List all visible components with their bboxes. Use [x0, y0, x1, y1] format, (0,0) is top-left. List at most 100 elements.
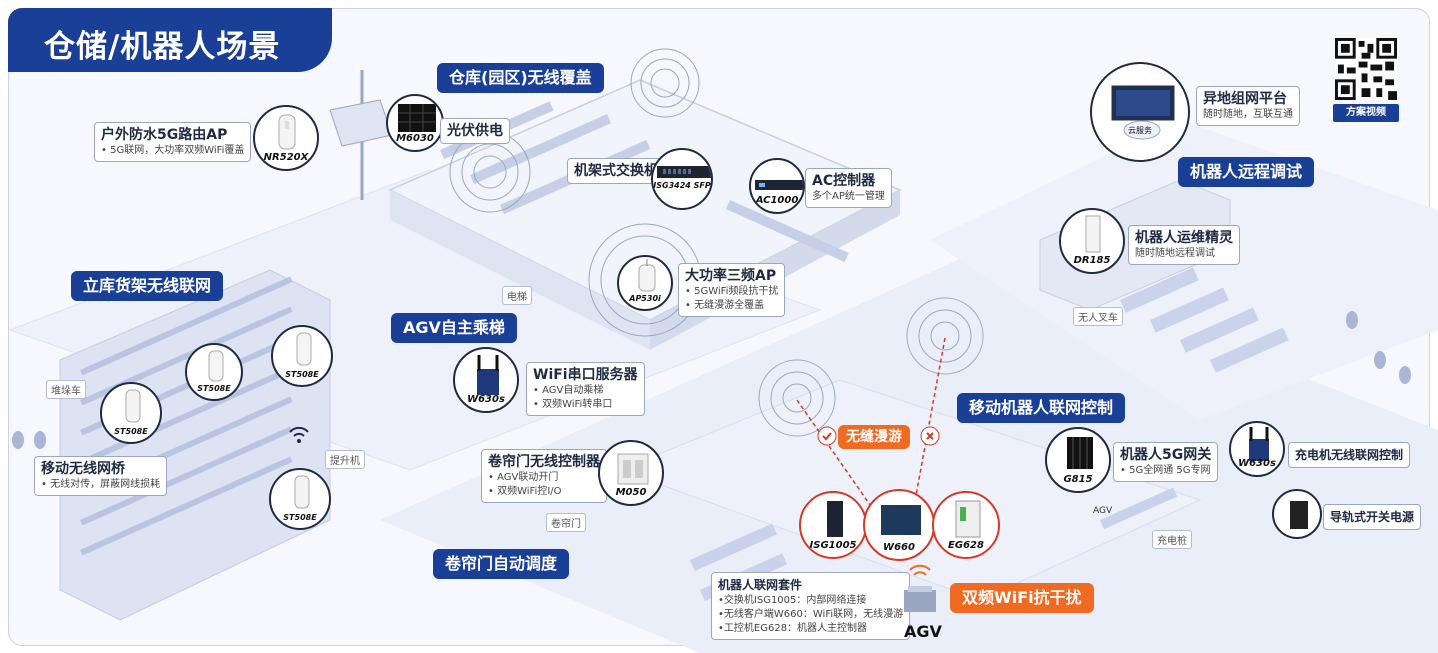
serial-server-icon	[477, 355, 499, 395]
relay-icon	[617, 453, 649, 485]
card-charger: 充电机无线联网控制	[1288, 442, 1411, 468]
card-wifi-serial: WiFi串口服务器 • AGV自动乘梯 • 双频WiFi转串口	[526, 362, 645, 416]
st508e-3-label: ST508E	[114, 427, 148, 436]
switch-icon	[657, 166, 711, 178]
robot-kit-title: 机器人联网套件	[718, 578, 803, 592]
ac-title: AC控制器	[812, 173, 876, 189]
pill-shutter-dispatch: 卷帘门自动调度	[433, 549, 570, 579]
st508e-2-label: ST508E	[285, 370, 319, 379]
card-rail-switch: 导轨式开关电源	[1323, 504, 1422, 530]
tag-charging-pile: 充电桩	[1152, 530, 1192, 549]
switch-icon	[827, 501, 843, 537]
m6030-label: M6030	[396, 133, 434, 144]
agv-small-label: AGV	[1093, 506, 1113, 516]
cross-icon	[926, 432, 934, 440]
device-st508e-4: ST508E	[269, 468, 331, 530]
title-tab: 仓储/机器人场景	[8, 8, 332, 72]
bridge-icon	[125, 389, 141, 423]
rail-switch-title: 导轨式开关电源	[1330, 510, 1415, 524]
st508e-1-label: ST508E	[197, 384, 231, 393]
qr-code-icon	[1335, 38, 1397, 100]
pill-seamless-roaming: 无缝漫游	[838, 425, 910, 449]
ac1000-label: AC1000	[755, 195, 799, 206]
device-g815: G815	[1045, 427, 1111, 493]
robot-5g-title: 机器人5G网关	[1120, 447, 1212, 463]
controller-icon	[955, 500, 981, 538]
bridge-title: 移动无线网桥	[41, 461, 125, 477]
card-shutter-ctrl: 卷帘门无线控制器 • AGV联动开门 • 双频WiFi控I/O	[481, 449, 607, 503]
robot-5g-desc: • 5G全网通 5G专网	[1120, 465, 1211, 476]
robot-kit-line2: •无线客户端W660：WiFi联网，无线漫游	[718, 609, 904, 620]
wifi-serial-line2: • 双频WiFi转串口	[533, 399, 613, 410]
robot-ops-title: 机器人运维精灵	[1135, 230, 1233, 246]
high-power-ap-title: 大功率三频AP	[685, 268, 777, 284]
device-isg1005: ISG1005	[799, 491, 867, 559]
shutter-ctrl-line2: • 双频WiFi控I/O	[488, 486, 562, 497]
device-w630s-2: W630s	[1229, 421, 1285, 477]
robot-kit-line1: •交换机ISG1005：内部网络连接	[718, 595, 867, 606]
ap530-label: AP530i	[629, 294, 661, 303]
tag-elevator: 电梯	[502, 286, 532, 305]
shutter-ctrl-line1: • AGV联动开门	[488, 472, 559, 483]
device-m050: M050	[598, 440, 664, 506]
gateway-icon	[881, 505, 921, 535]
card-bridge: 移动无线网桥 • 无线对传，屏蔽网线损耗	[34, 456, 168, 496]
device-eg628: EG628	[932, 491, 1000, 559]
pill-mobile-robot: 移动机器人联网控制	[957, 393, 1126, 423]
power-supply-icon	[1290, 501, 1308, 529]
dr185-label: DR185	[1073, 255, 1111, 266]
w630s-label: W630s	[467, 394, 505, 405]
pill-robot-remote: 机器人远程调试	[1178, 157, 1315, 187]
card-high-power-ap: 大功率三频AP • 5GWiFi频段抗干扰 • 无缝漫游全覆盖	[678, 263, 786, 317]
gateway-icon	[1067, 437, 1093, 469]
bridge-icon	[294, 475, 310, 509]
bridge-desc: • 无线对传，屏蔽网线损耗	[41, 479, 161, 490]
device-st508e-2: ST508E	[271, 325, 333, 387]
ap-icon	[638, 259, 656, 292]
st508e-4-label: ST508E	[283, 513, 317, 522]
wifi-serial-line1: • AGV自动乘梯	[533, 385, 604, 396]
remote-platform-desc: 随时随地，互联互通	[1203, 109, 1293, 120]
g815-label: G815	[1063, 474, 1093, 485]
device-ac1000: AC1000	[749, 158, 805, 214]
pill-stack-wireless: 立库货架无线联网	[71, 271, 224, 301]
tag-unmanned-forklift: 无人叉车	[1073, 307, 1123, 326]
ac-desc: 多个AP统一管理	[812, 191, 885, 202]
robot-kit-line3: •工控机EG628：机器人主控制器	[718, 623, 868, 634]
agv-icon	[904, 564, 936, 612]
device-dr185: DR185	[1059, 208, 1125, 274]
card-pv: 光伏供电	[440, 118, 510, 144]
outdoor-ap-desc: • 5G联网，大功率双频WiFi覆盖	[101, 145, 245, 156]
device-platform: 云服务	[1090, 62, 1190, 162]
device-power-supply	[1272, 489, 1322, 539]
w630s-2-label: W630s	[1238, 458, 1276, 469]
tag-lift: 提升机	[325, 450, 365, 469]
agv-label: AGV	[904, 622, 942, 641]
high-power-ap-line2: • 无缝漫游全覆盖	[685, 300, 765, 311]
device-nr520x: NR520X	[253, 105, 319, 171]
controller-icon	[755, 180, 803, 190]
device-st508e-1: ST508E	[185, 343, 243, 401]
device-isg3424: ISG3424 SFP	[651, 148, 713, 210]
pill-warehouse-wireless: 仓库(园区)无线覆盖	[437, 63, 604, 93]
pill-dual-wifi: 双频WiFi抗干扰	[950, 583, 1094, 613]
outdoor-ap-title: 户外防水5G路由AP	[101, 127, 228, 143]
robot-ops-desc: 随时随地远程调试	[1135, 248, 1215, 259]
isg3424-label: ISG3424 SFP	[653, 181, 711, 190]
device-ap530: AP530i	[617, 255, 673, 311]
wifi-signal-icon	[289, 426, 309, 443]
pv-title: 光伏供电	[447, 123, 503, 139]
w660-label: W660	[883, 542, 915, 553]
card-outdoor-ap: 户外防水5G路由AP • 5G联网，大功率双频WiFi覆盖	[94, 122, 252, 162]
shutter-ctrl-title: 卷帘门无线控制器	[488, 454, 600, 470]
bridge-icon	[208, 350, 224, 382]
solar-icon	[398, 104, 436, 132]
tag-shutter: 卷帘门	[546, 513, 586, 532]
card-robot-ops: 机器人运维精灵 随时随地远程调试	[1128, 225, 1240, 265]
nr520x-label: NR520X	[263, 152, 309, 163]
wifi-serial-title: WiFi串口服务器	[533, 367, 638, 383]
charger-title: 充电机无线联网控制	[1295, 448, 1404, 462]
card-robot-kit: 机器人联网套件 •交换机ISG1005：内部网络连接 •无线客户端W660：Wi…	[711, 572, 911, 640]
isg1005-label: ISG1005	[809, 540, 857, 551]
m050-label: M050	[615, 487, 647, 498]
